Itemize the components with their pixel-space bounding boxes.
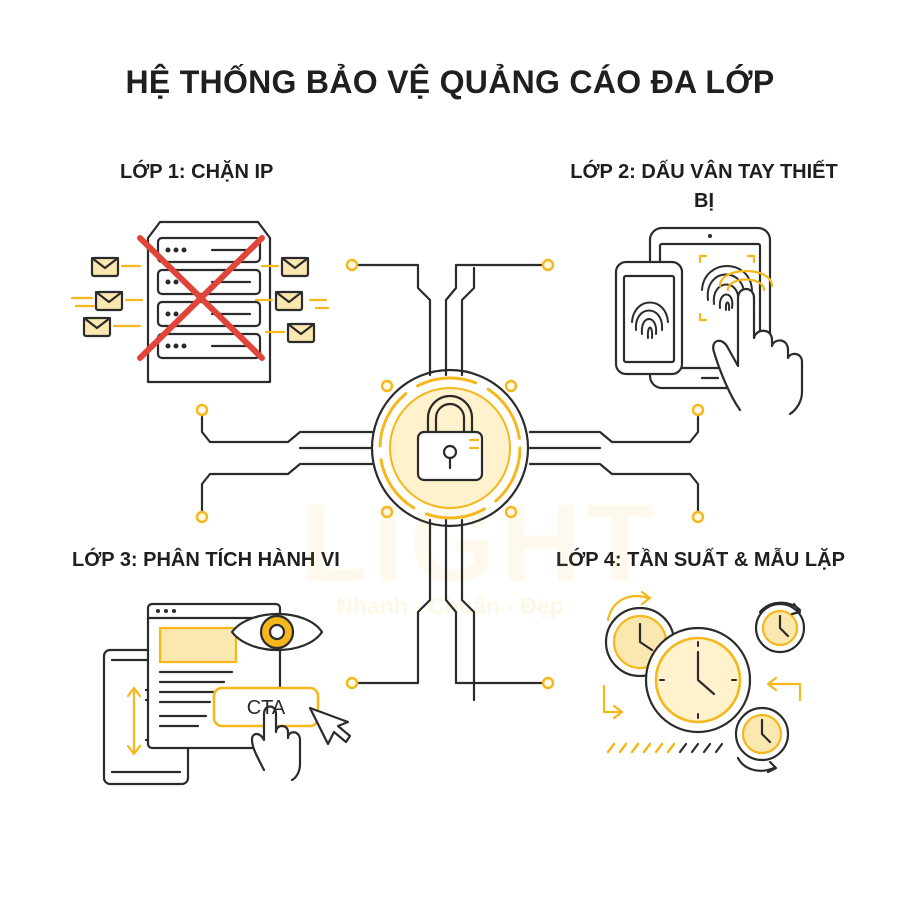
layer-4-label: LỚP 4: TẦN SUẤT & MẪU LẶP	[556, 549, 845, 571]
cta-button-label: CTA	[247, 697, 286, 719]
blocked-server-icon	[137, 220, 272, 384]
circuit-nodes	[195, 258, 705, 690]
behavior-analysis-icon	[102, 602, 352, 786]
fingerprint-devices-icon	[614, 226, 804, 416]
page-title: HỆ THỐNG BẢO VỆ QUẢNG CÁO ĐA LỚP	[125, 64, 775, 100]
clocks-frequency-icon	[602, 590, 806, 774]
circuit-lines	[200, 263, 700, 702]
layer-3-label: LỚP 3: PHÂN TÍCH HÀNH VI	[72, 549, 340, 571]
envelope-icons	[70, 256, 330, 344]
layer-1-label: LỚP 1: CHẶN IP	[120, 161, 274, 183]
padlock-icon	[370, 368, 530, 528]
layer-2-label: LỚP 2: DẤU VÂN TAY THIẾT BỊ	[570, 161, 838, 212]
